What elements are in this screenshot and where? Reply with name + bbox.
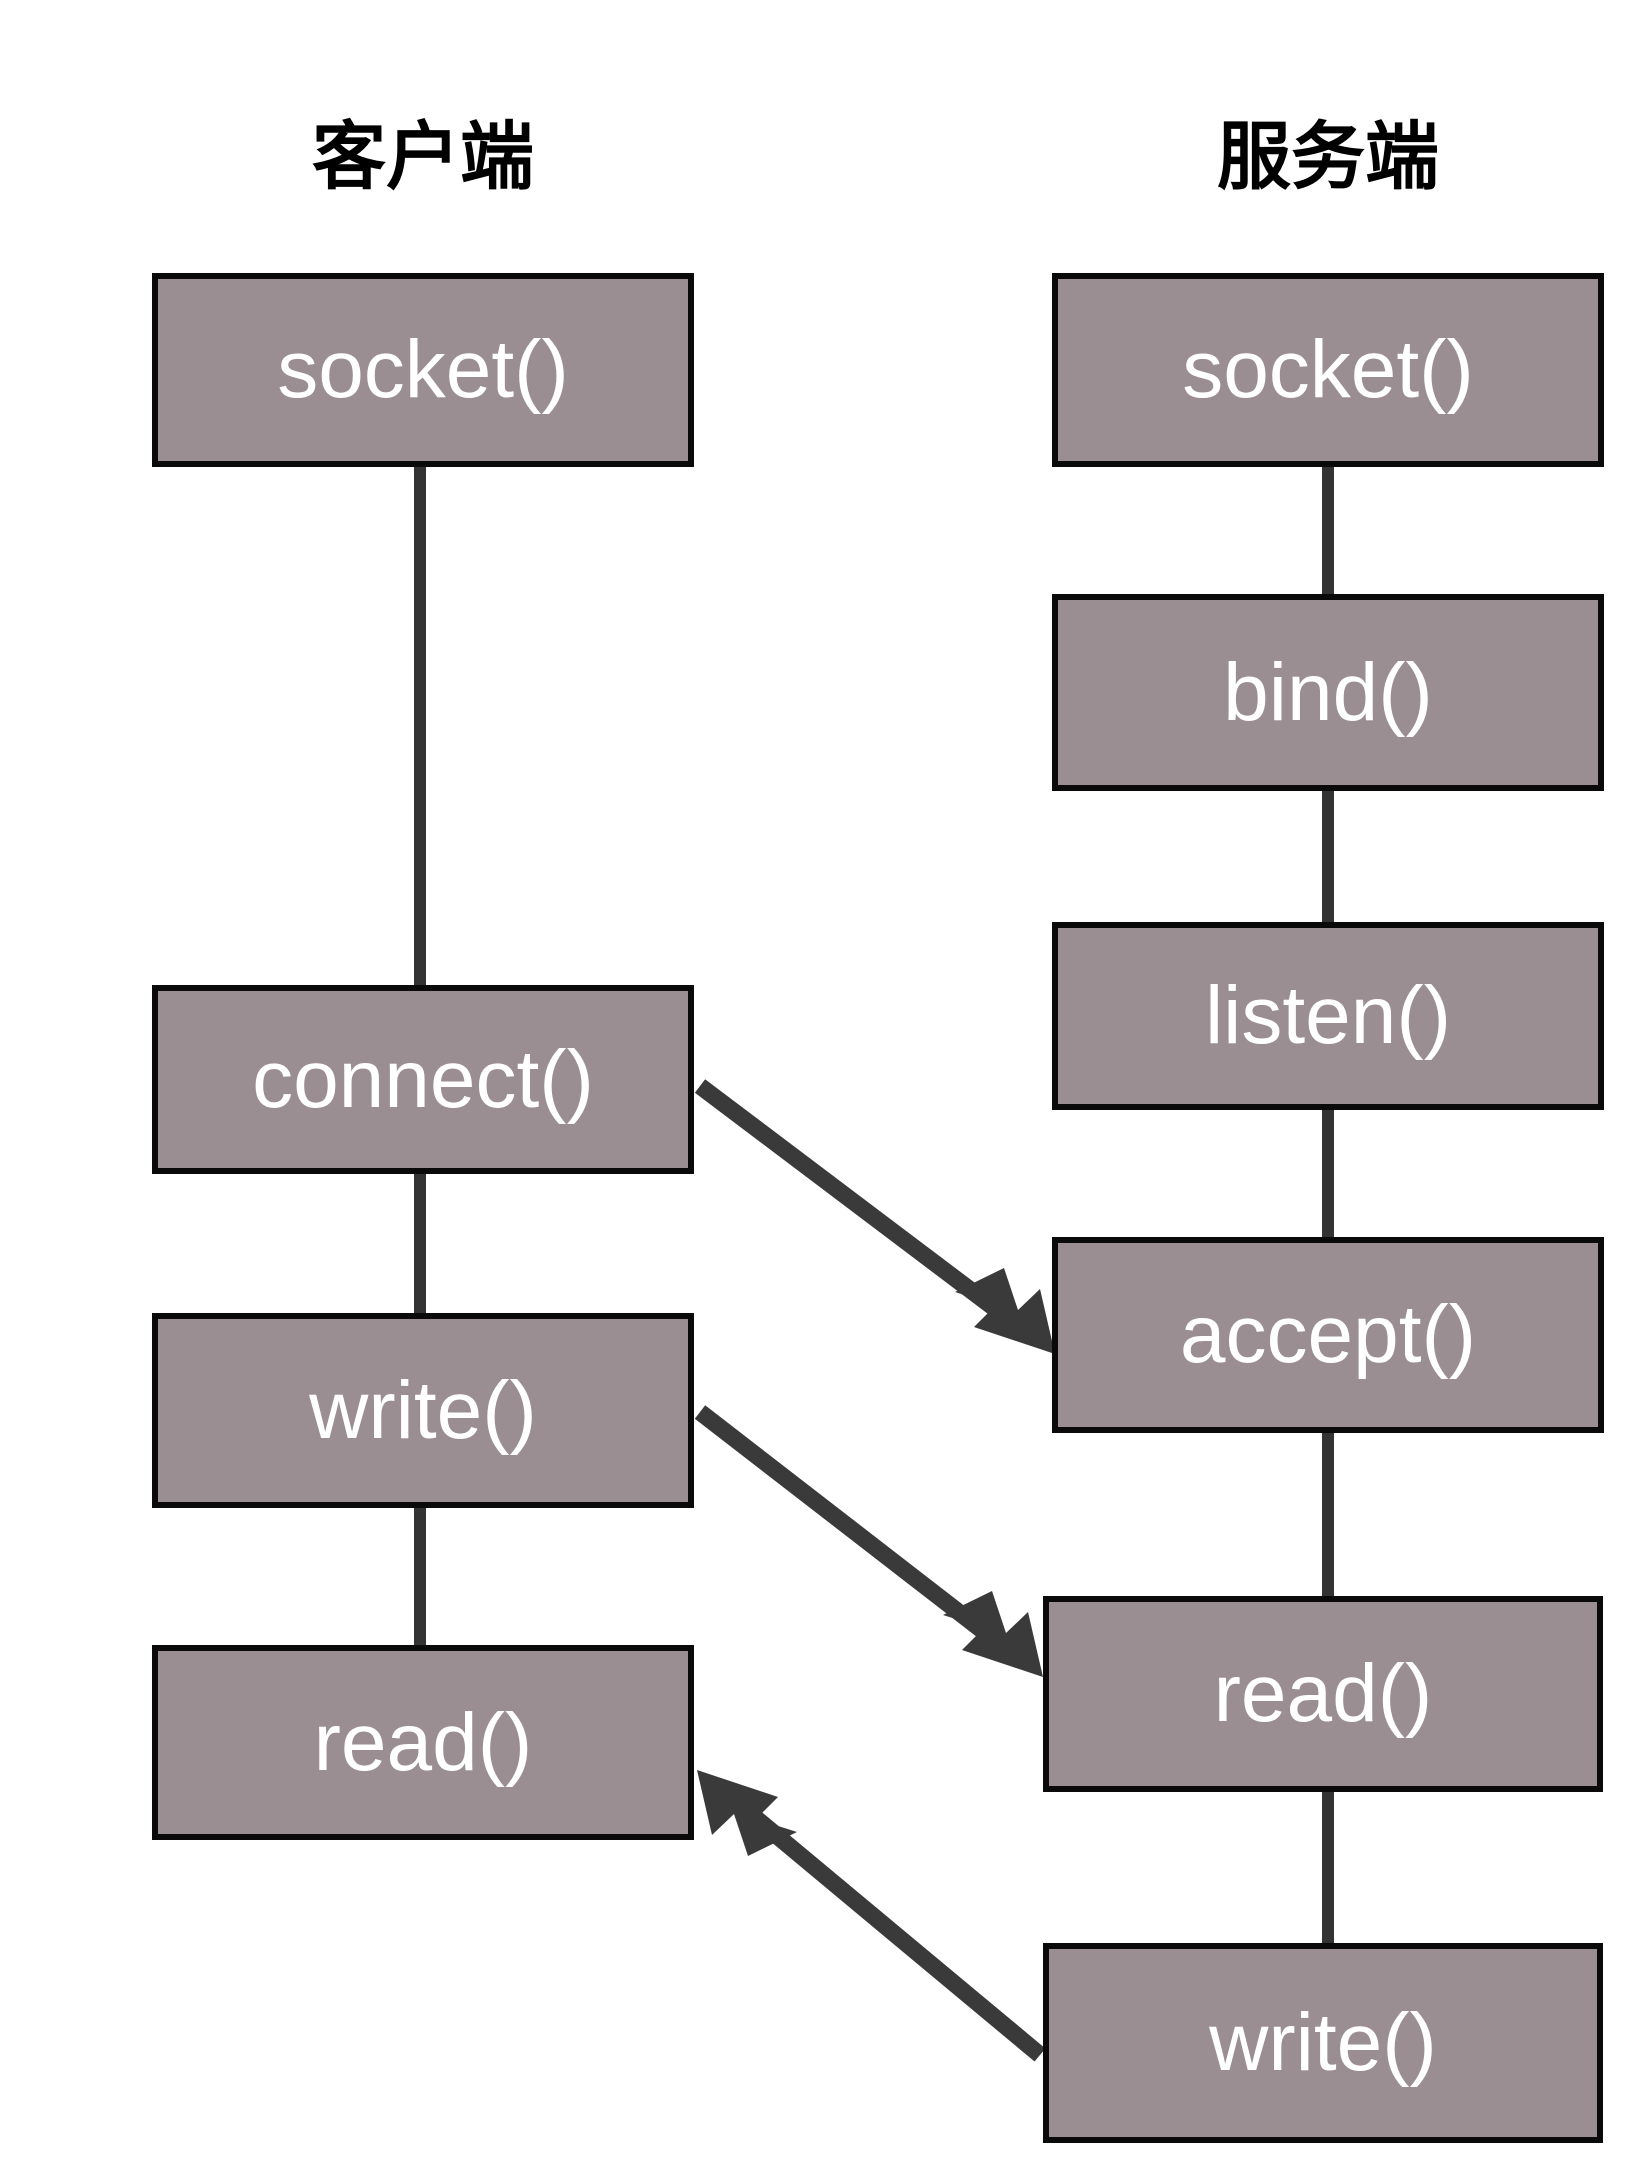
client-node-socket[interactable]: socket() xyxy=(152,273,694,467)
server-node-listen[interactable]: listen() xyxy=(1052,922,1604,1110)
client-node-connect-label: connect() xyxy=(252,1033,594,1125)
server-node-bind[interactable]: bind() xyxy=(1052,594,1604,791)
server-node-bind-label: bind() xyxy=(1223,646,1433,738)
connector-server-accept-to-read xyxy=(1322,1427,1334,1603)
server-node-read[interactable]: read() xyxy=(1043,1596,1603,1792)
arrow-server-write-to-client-read xyxy=(697,1770,1046,2062)
server-node-socket[interactable]: socket() xyxy=(1052,273,1604,467)
server-node-socket-label: socket() xyxy=(1182,324,1474,415)
client-node-write-label: write() xyxy=(309,1364,537,1456)
client-node-read[interactable]: read() xyxy=(152,1645,694,1840)
client-node-write[interactable]: write() xyxy=(152,1313,694,1508)
server-column-title: 服务端 xyxy=(1217,115,1439,198)
arrow-write-to-read xyxy=(694,1405,1043,1677)
client-node-connect[interactable]: connect() xyxy=(152,985,694,1174)
connector-server-bind-to-listen xyxy=(1322,785,1334,930)
arrow-connect-to-accept xyxy=(694,1079,1055,1354)
connector-client-write-to-read xyxy=(414,1502,426,1652)
server-node-write-label: write() xyxy=(1209,1997,1437,2088)
connector-server-listen-to-accept xyxy=(1322,1104,1334,1244)
client-node-read-label: read() xyxy=(313,1696,533,1788)
server-node-write[interactable]: write() xyxy=(1043,1943,1603,2143)
connector-server-read-to-write xyxy=(1322,1786,1334,1950)
connector-client-connect-to-write xyxy=(414,1168,426,1320)
connector-server-socket-to-bind xyxy=(1322,460,1334,600)
server-node-read-label: read() xyxy=(1213,1648,1433,1739)
client-node-socket-label: socket() xyxy=(277,324,569,415)
connector-client-socket-to-connect xyxy=(414,460,426,992)
server-node-accept-label: accept() xyxy=(1179,1289,1477,1380)
server-node-accept[interactable]: accept() xyxy=(1052,1237,1604,1433)
client-column-title: 客户端 xyxy=(312,115,534,198)
server-node-listen-label: listen() xyxy=(1204,970,1452,1061)
